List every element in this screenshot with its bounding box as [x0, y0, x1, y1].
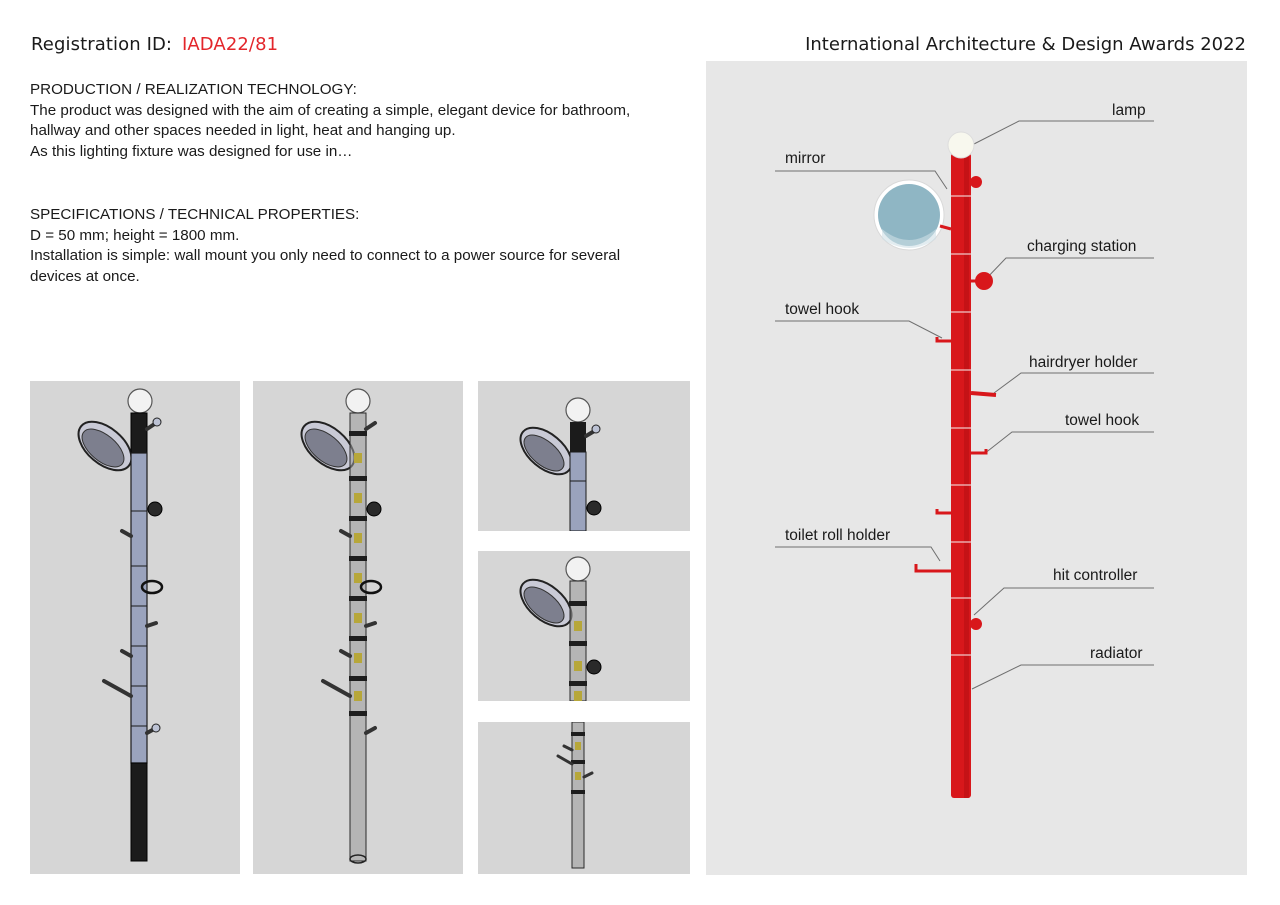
- production-heading: PRODUCTION / REALIZATION TECHNOLOGY:: [30, 81, 357, 98]
- render-detail-middle: [478, 551, 690, 701]
- specifications-line: D = 50 mm; height = 1800 mm.: [30, 226, 240, 244]
- registration: Registration ID: IADA22/81: [31, 34, 278, 55]
- callout-charging-station: charging station: [1027, 238, 1137, 255]
- red-pole-diagram-icon: [775, 120, 1154, 798]
- render-detail-top: [478, 381, 690, 531]
- annotated-red-pole: lamp mirror charging station towel hook …: [706, 61, 1247, 875]
- render-solid-pole: [30, 381, 240, 874]
- callout-towel-hook: towel hook: [785, 301, 860, 318]
- callout-toilet-roll-holder: toilet roll holder: [785, 527, 891, 544]
- pole-render-detail-middle-icon: [519, 556, 602, 701]
- callout-hairdryer-holder: hairdryer holder: [1029, 354, 1138, 371]
- callout-hit-controller: hit controller: [1053, 567, 1138, 584]
- callout-lamp: lamp: [1112, 102, 1146, 119]
- production-line: hallway and other spaces needed in light…: [30, 122, 456, 139]
- production-line: The product was designed with the aim of…: [30, 101, 631, 119]
- production-line: As this lighting fixture was designed fo…: [30, 142, 353, 160]
- pole-render-detail-bottom-icon: [556, 722, 594, 869]
- specifications-heading: SPECIFICATIONS / TECHNICAL PROPERTIES:: [30, 206, 360, 223]
- award-title: International Architecture & Design Awar…: [805, 34, 1246, 55]
- pole-render-detail-top-icon: [519, 397, 602, 531]
- specifications-line: devices at once.: [30, 267, 140, 285]
- registration-id: IADA22/81: [181, 34, 279, 55]
- render-transparent-pole: [253, 381, 463, 874]
- pole-render-solid-icon: [77, 388, 164, 862]
- registration-label: Registration ID:: [31, 34, 173, 55]
- specifications-section: SPECIFICATIONS / TECHNICAL PROPERTIES: D…: [30, 205, 690, 287]
- specifications-line: Installation is simple: wall mount you o…: [30, 247, 621, 264]
- render-detail-bottom: [478, 722, 690, 874]
- callout-towel-hook: towel hook: [1065, 412, 1140, 429]
- pole-render-transparent-icon: [300, 388, 383, 864]
- callout-mirror: mirror: [785, 150, 826, 167]
- production-section: PRODUCTION / REALIZATION TECHNOLOGY: The…: [30, 80, 690, 162]
- callout-radiator: radiator: [1090, 645, 1143, 662]
